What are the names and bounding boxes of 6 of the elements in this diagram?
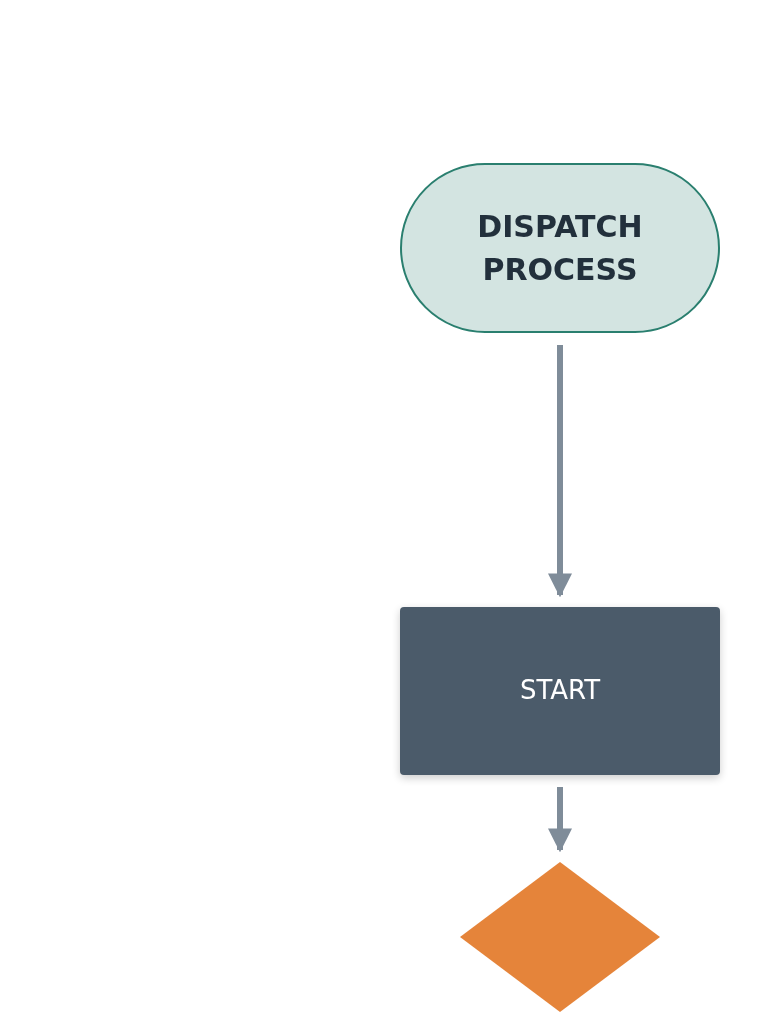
node-label: DISPATCH PROCESS — [476, 207, 644, 289]
node-label: START — [519, 674, 601, 708]
process-box — [400, 607, 720, 775]
arrow — [548, 345, 572, 598]
decision-diamond — [460, 862, 660, 1012]
arrow — [548, 787, 572, 853]
